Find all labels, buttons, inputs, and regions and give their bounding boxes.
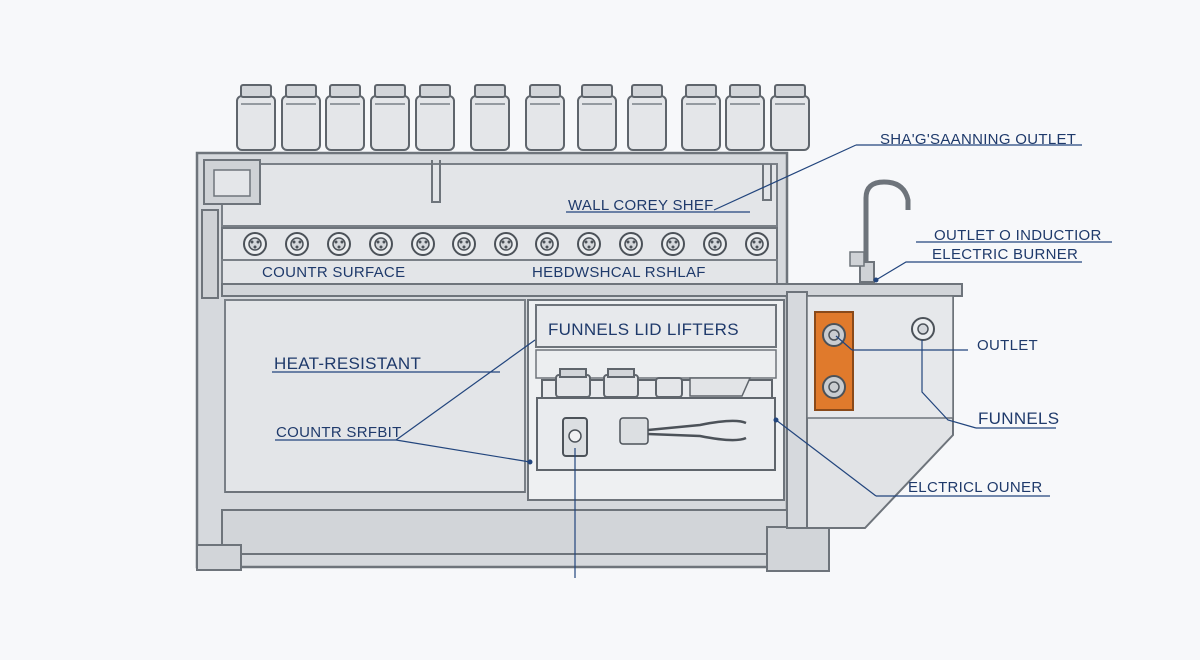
control-knob (411, 232, 435, 256)
callout-labels: SHA'G'SAANNING OUTLET WALL COREY SHEF OU… (262, 131, 1102, 496)
left-rail (201, 209, 219, 299)
faucet (863, 179, 911, 276)
leader-canning-outlet (713, 144, 1082, 211)
control-knob (494, 232, 518, 256)
control-knob (619, 232, 643, 256)
label-electric-burner: ELECTRIC BURNER (932, 246, 1078, 263)
label-funnels: FUNNELS (978, 409, 1059, 428)
cabinet-plinth (221, 509, 789, 555)
control-knob (577, 232, 601, 256)
leader-electric-burner (875, 261, 1082, 281)
heat-resistant-door (224, 299, 526, 493)
cabinet-body (195, 151, 963, 572)
label-heat-resistant: HEAT-RESISTANT (274, 354, 421, 373)
control-knob (369, 232, 393, 256)
basket-jar (603, 374, 639, 398)
canning-jar (370, 84, 410, 151)
canning-jar (415, 84, 455, 151)
control-knob (661, 232, 685, 256)
wall-shelf-panel (221, 163, 778, 227)
control-knob (243, 232, 267, 256)
canning-jar (236, 84, 276, 151)
canning-jar (725, 84, 765, 151)
label-counter-srfbit: COUNTR SRFBIT (276, 424, 402, 441)
side-sink-unit (786, 179, 954, 529)
outlet-socket-bottom (822, 375, 846, 399)
lid-lifter (619, 417, 649, 445)
control-knob (745, 232, 769, 256)
control-knob (452, 232, 476, 256)
control-knobs (243, 232, 769, 256)
outlet-socket-top (822, 323, 846, 347)
shelf-hook-right (762, 164, 772, 201)
control-knob (535, 232, 559, 256)
drawer-tools (555, 368, 752, 457)
funnel-tool (655, 377, 683, 398)
label-funnels-lid-lifters: FUNNELS LID LIFTERS (548, 320, 739, 339)
label-outlet: OUTLET (977, 337, 1038, 354)
shelf-hook (431, 160, 441, 203)
control-knob (327, 232, 351, 256)
counter-top-ledge (221, 283, 963, 297)
leader-lines (272, 144, 1112, 578)
jar-tongs (647, 419, 747, 442)
canning-jars-row (236, 84, 810, 151)
basket-jar (555, 374, 591, 398)
canning-jar (470, 84, 510, 151)
canning-jar (281, 84, 321, 151)
canning-jar (325, 84, 365, 151)
canning-jar (681, 84, 721, 151)
label-counter-surface: COUNTR SURFACE (262, 264, 405, 281)
control-knob (703, 232, 727, 256)
right-foot (766, 526, 830, 572)
label-electric-ouner: ELCTRICL OUNER (908, 479, 1043, 496)
label-hebdw-shelf: HEBDWSHCAL RSHLAF (532, 264, 706, 281)
label-outlet-induction: OUTLET O INDUCTIOR (934, 227, 1102, 244)
canning-jar (627, 84, 667, 151)
left-foot (196, 544, 242, 571)
canning-jar (577, 84, 617, 151)
label-canning-outlet: SHA'G'SAANNING OUTLET (880, 131, 1076, 148)
canning-jar (525, 84, 565, 151)
label-wall-shelf: WALL COREY SHEF (568, 197, 714, 214)
control-knob (285, 232, 309, 256)
upper-inner-shelf (535, 304, 777, 348)
counter-surface-band (221, 259, 778, 285)
canning-jar (770, 84, 810, 151)
